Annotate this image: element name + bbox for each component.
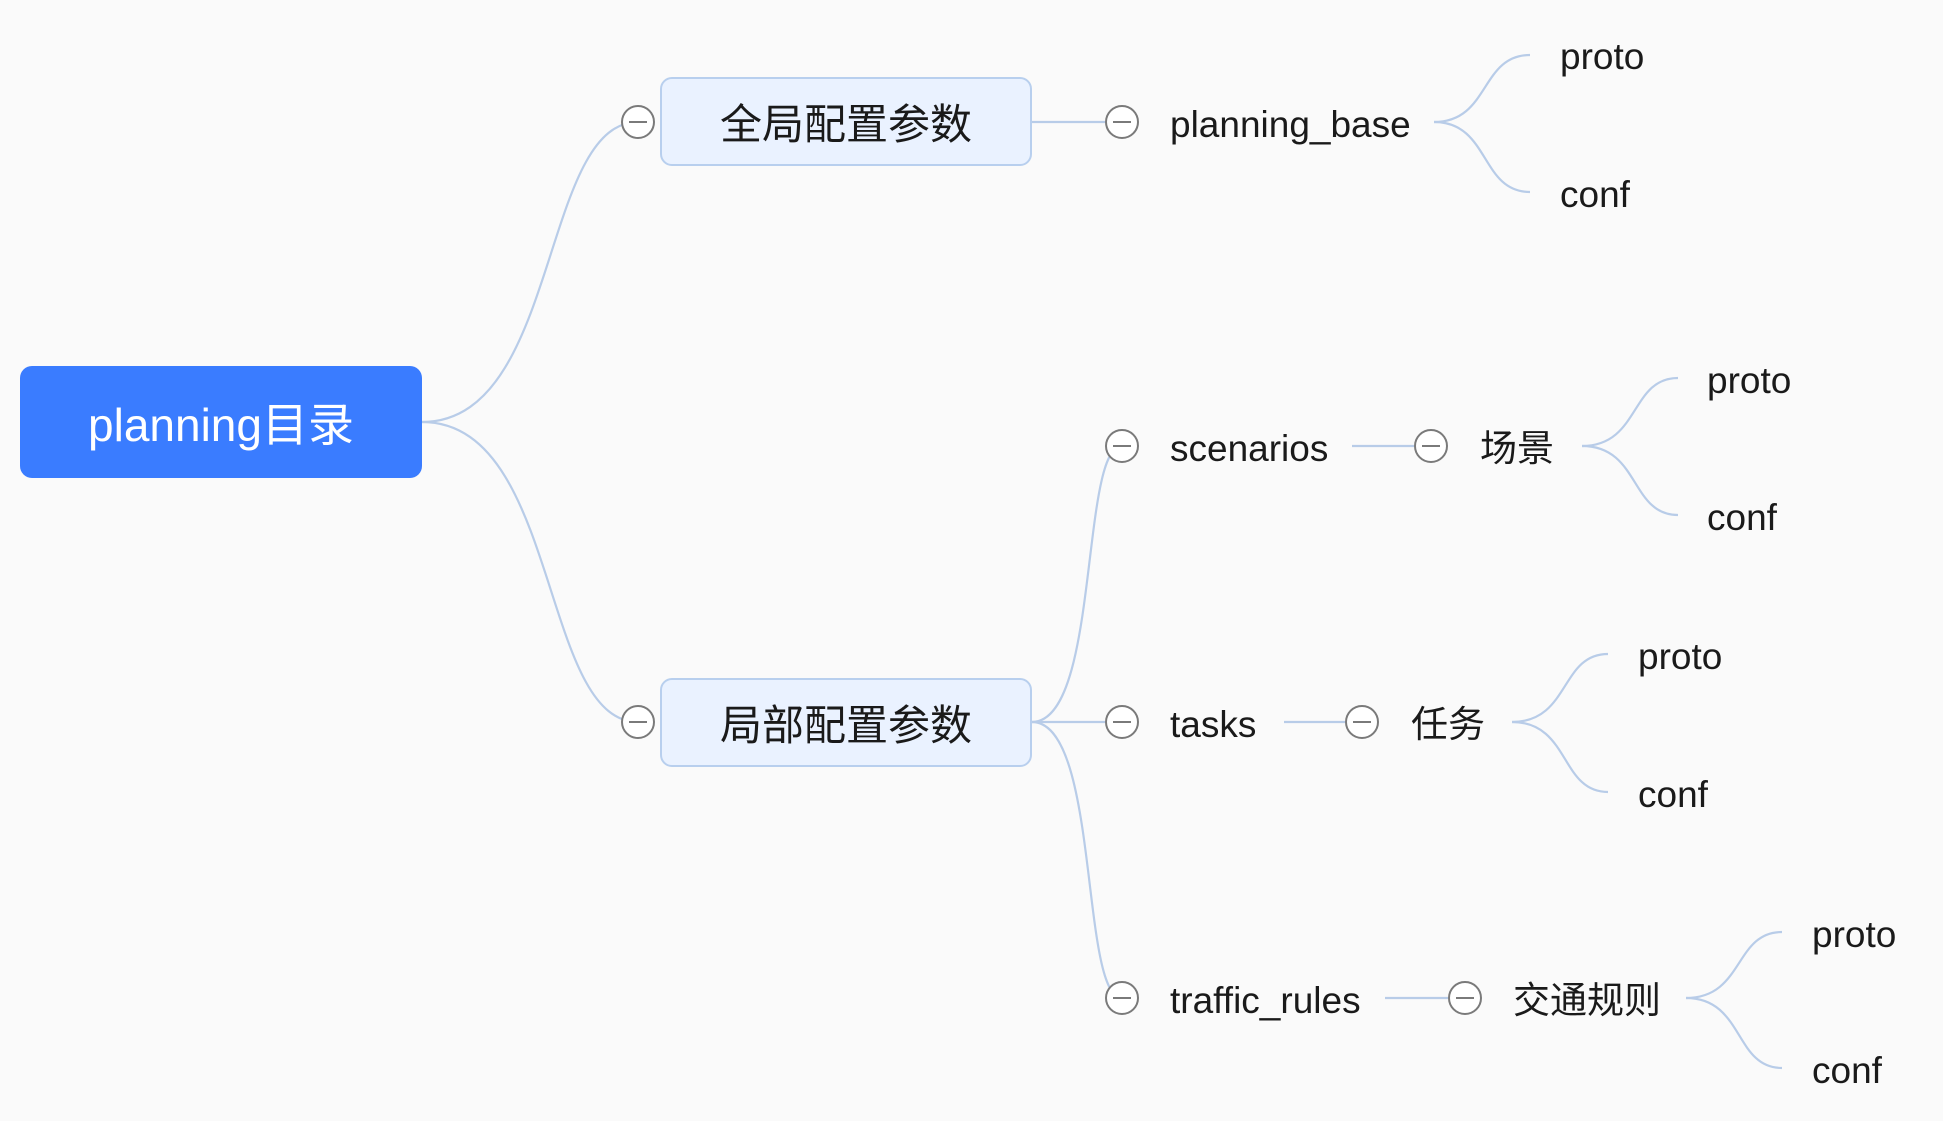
leaf-scenarios-conf[interactable]: conf <box>1707 497 1777 538</box>
leaf-planning-base-proto[interactable]: proto <box>1560 36 1645 77</box>
node-planning-base[interactable]: planning_base <box>1170 104 1411 145</box>
leaf-scenarios-proto[interactable]: proto <box>1707 360 1792 401</box>
leaf-planning-base-conf[interactable]: conf <box>1560 174 1630 215</box>
node-traffic-rules-sub[interactable]: 交通规则 <box>1513 980 1661 1021</box>
leaf-traffic-rules-proto[interactable]: proto <box>1812 914 1897 955</box>
root-node[interactable]: planning目录 <box>20 366 422 478</box>
collapse-minus-icon[interactable] <box>1105 429 1139 463</box>
collapse-minus-icon[interactable] <box>1105 981 1139 1015</box>
link-traffic-rules-proto <box>1685 930 1783 1000</box>
collapse-minus-icon[interactable] <box>1105 705 1139 739</box>
branch-node-global[interactable]: 全局配置参数 <box>660 77 1032 166</box>
collapse-minus-icon[interactable] <box>1345 705 1379 739</box>
link-tasks-conf <box>1511 720 1609 794</box>
branch-node-local[interactable]: 局部配置参数 <box>660 678 1032 767</box>
link-planning-base-conf <box>1433 120 1531 194</box>
link-scenarios-proto <box>1581 376 1679 448</box>
link-root-local <box>421 420 639 724</box>
node-tasks[interactable]: tasks <box>1170 704 1257 745</box>
link-tasks-proto <box>1511 652 1609 724</box>
leaf-tasks-conf[interactable]: conf <box>1638 774 1708 815</box>
link-root-global <box>421 120 639 424</box>
node-scenarios-sub[interactable]: 场景 <box>1480 428 1554 469</box>
collapse-minus-icon[interactable] <box>621 705 655 739</box>
link-local-scenarios <box>1031 444 1123 724</box>
collapse-minus-icon[interactable] <box>621 105 655 139</box>
collapse-minus-icon[interactable] <box>1414 429 1448 463</box>
link-traffic-rules-conf <box>1685 996 1783 1070</box>
leaf-tasks-proto[interactable]: proto <box>1638 636 1723 677</box>
collapse-minus-icon[interactable] <box>1448 981 1482 1015</box>
node-traffic-rules[interactable]: traffic_rules <box>1170 980 1361 1021</box>
link-scenarios-conf <box>1581 444 1679 517</box>
link-local-traffic-rules <box>1031 720 1123 1000</box>
collapse-minus-icon[interactable] <box>1105 105 1139 139</box>
leaf-traffic-rules-conf[interactable]: conf <box>1812 1050 1882 1091</box>
node-tasks-sub[interactable]: 任务 <box>1411 704 1485 745</box>
node-scenarios[interactable]: scenarios <box>1170 428 1329 469</box>
link-planning-base-proto <box>1433 53 1531 124</box>
